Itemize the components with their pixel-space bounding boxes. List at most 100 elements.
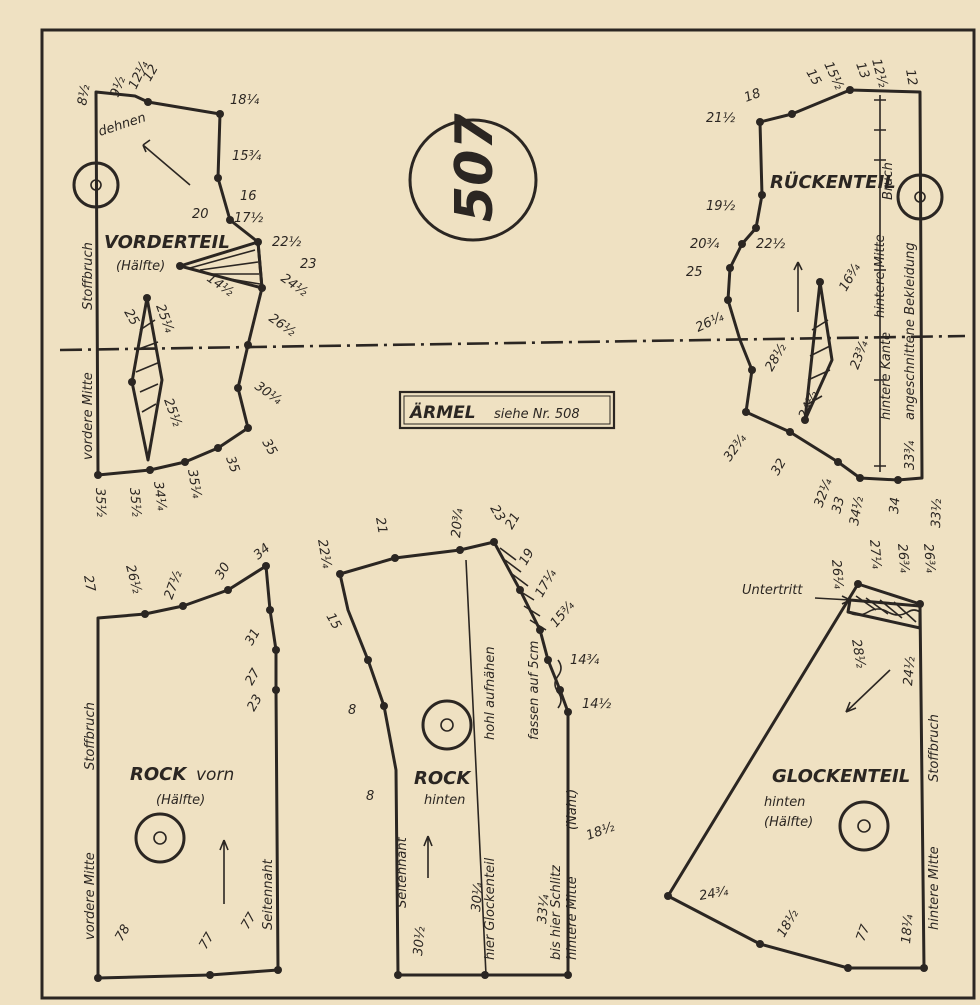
measure-label: 24½ [796,389,822,422]
measure-label: 22½ [272,235,302,250]
front-bodice-fold-label: Stoffbruch [81,242,96,310]
measure-label: 20 [192,207,209,222]
measure-label: 14½ [582,697,612,712]
measure-label: 22¼ [314,538,334,570]
measure-label: 27½ [162,568,186,601]
front-skirt-measures: 27 26½ 27½ 30 34 31 27 23 78 77 77 [80,541,273,952]
front-bodice-center-label: vordere Mitte [81,372,96,460]
measure-label: 18 [742,86,763,106]
measure-label: 18½ [774,907,802,940]
measure-label: 77 [238,910,260,932]
back-skirt-side-label: Seitennaht [395,836,410,908]
back-skirt-seam-label: (Naht) [565,789,580,830]
measure-label: 34 [887,497,903,515]
measure-label: 34½ [847,495,867,527]
measure-label: 18¼ [230,93,260,108]
sleeve-note-box: ÄRMEL siehe Nr. 508 [398,390,616,430]
measure-label: 17¼ [532,567,560,600]
measure-label: 9½ [108,74,129,99]
gore-subtitle-2: (Hälfte) [764,815,813,830]
measure-label: 78 [112,922,133,944]
pattern-number-badge: 507 [408,113,538,242]
measure-label: 77 [854,922,874,943]
back-bodice-edge-label: hintere Kante [879,332,894,420]
measure-label: 25½ [160,396,184,429]
gore-measures: 26¼ 27¼ 26¾ 26¾ 28½ 24½ 24¾ 18½ 77 18¼ [698,539,937,944]
measure-label: 26¼ [693,310,726,336]
measure-label: 30¼ [252,379,285,408]
measure-label: 23 [300,257,317,272]
measure-label: 21 [502,510,523,532]
measure-label: 12 [902,68,920,87]
measure-label: 8 [348,703,356,718]
gore-fold-label: Stoffbruch [927,714,942,782]
measure-label: 26¾ [894,543,912,574]
measure-label: 15½ [820,59,846,92]
measure-label: 14½ [204,271,237,300]
sheet-border [40,28,976,1000]
measure-label: 18½ [584,820,617,844]
measure-label: 24½ [278,271,311,300]
measure-label: 23¾ [848,338,872,371]
measure-label: 15 [323,611,344,633]
back-bodice-cut-on-label: angeschnittene Bekleidung [903,242,918,420]
measure-label: 24½ [901,656,919,687]
measure-label: 19 [516,546,537,568]
back-skirt-hollow-note: hohl aufnähen [483,646,498,740]
measure-label: 21½ [706,111,736,126]
measure-label: 30 [212,560,233,582]
measure-label: 35 [222,454,242,475]
measure-label: 12½ [868,57,890,89]
back-skirt-gather-note: fassen auf 5cm [527,641,542,740]
measure-label: 35½ [126,487,144,518]
measure-label: 15¾ [548,598,578,630]
measure-label: 27¼ [866,539,884,570]
back-skirt-slit-note: bis hier Schlitz [549,864,564,960]
back-bodice-piece: RÜCKENTEIL Bruch hintere Mitte hintere K… [686,57,945,528]
measure-label: 33¾ [903,440,918,470]
measure-label: 32¾ [721,431,750,464]
measure-label: 25 [686,265,703,280]
measure-label: 25 [121,307,142,329]
measure-label: 27 [80,574,98,594]
measure-label: 12 [140,62,161,84]
measure-label: 26½ [266,311,299,340]
measure-label: 34 [251,541,273,563]
measure-label: 16¾ [836,261,864,294]
measure-label: 32 [768,456,789,478]
gore-piece: GLOCKENTEIL hinten (Hälfte) Untertritt S… [664,539,942,972]
measure-label: 24¾ [698,884,730,904]
measure-label: 28½ [848,638,868,670]
measure-label: 20¾ [690,237,720,252]
front-skirt-fold-label: Stoffbruch [83,702,98,770]
measure-label: 26¾ [920,543,938,574]
measure-label: 13 [852,60,872,81]
measure-label: 8½ [75,83,93,107]
back-skirt-piece: ROCK hinten Seitennaht hier Glockenteil … [314,503,617,979]
front-bodice-title: VORDERTEIL [104,232,230,253]
gore-subtitle: hinten [764,795,805,810]
measure-label: 23 [244,692,265,714]
measure-label: 23 [487,503,508,525]
measure-label: 35¼ [184,468,204,500]
sleeve-label: ÄRMEL [408,401,476,423]
measure-label: 15 [803,67,824,89]
gore-title: GLOCKENTEIL [772,766,910,787]
front-bodice-dehnen-label: dehnen [97,110,148,139]
back-bodice-center-label: hintere Mitte [873,234,888,318]
front-bodice-subtitle: (Hälfte) [116,259,165,274]
measure-label: 30½ [411,926,429,957]
back-skirt-gore-note: hier Glockenteil [483,857,498,960]
back-skirt-subtitle: hinten [424,793,465,808]
measure-label: 21 [372,516,390,535]
gore-underlap-label: Untertritt [742,583,803,598]
front-skirt-piece: ROCK vorn (Hälfte) Stoffbruch vordere Mi… [80,541,282,982]
front-bodice-piece: VORDERTEIL (Hälfte) Stoffbruch vordere M… [72,59,317,518]
measure-label: 15¾ [232,149,262,164]
measure-label: 26¼ [828,559,846,590]
measure-label: 8 [366,789,374,804]
front-skirt-center-label: vordere Mitte [83,852,98,940]
measure-label: 17½ [234,211,264,226]
back-bodice-fold-label: Bruch [881,162,896,200]
